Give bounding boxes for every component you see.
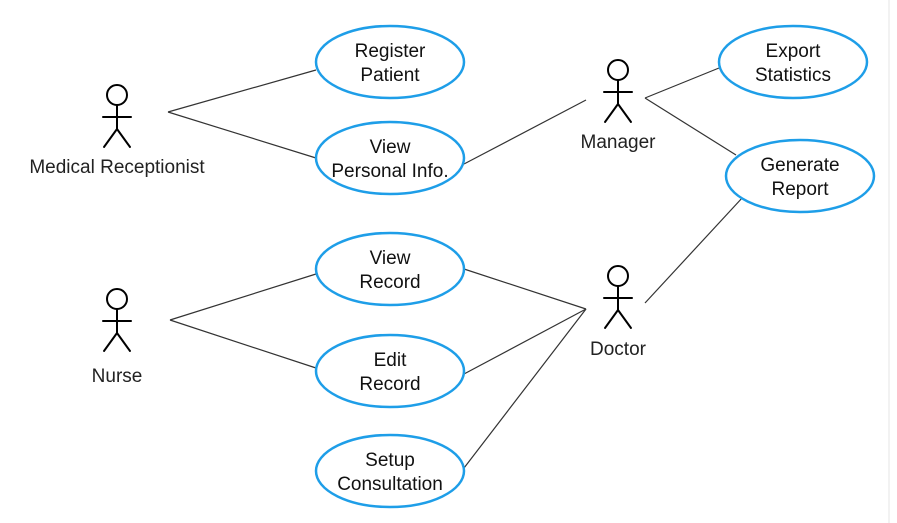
use-case-ellipse[interactable] — [314, 433, 466, 509]
use-case-ellipse[interactable] — [724, 138, 876, 214]
use-case-label-line: Export — [766, 41, 822, 62]
actor-left-leg — [103, 332, 118, 352]
use-case-label-line: Record — [359, 374, 420, 395]
use-case-label-line: View — [370, 137, 411, 158]
stick-figure-icon — [603, 265, 633, 329]
actor-nurse[interactable]: Nurse — [92, 288, 143, 387]
association-line-manager-generate-report — [644, 97, 737, 156]
use-case-label-line: Patient — [360, 65, 420, 86]
use-case-ellipse[interactable] — [314, 120, 466, 196]
use-case-label-line: Generate — [760, 155, 839, 176]
use-case-label-line: Register — [355, 41, 426, 62]
stick-figure-icon — [603, 59, 633, 123]
actor-right-leg — [617, 103, 632, 123]
stick-figure-icon — [102, 288, 132, 352]
use-case-ellipse[interactable] — [314, 231, 466, 307]
use-case-ellipse[interactable] — [717, 24, 869, 100]
stick-figure-icon — [102, 84, 132, 148]
actor-left-leg — [604, 309, 619, 329]
use-case-label-line: Statistics — [755, 65, 831, 86]
actor-label: Nurse — [92, 366, 143, 387]
use-case-label-line: Consultation — [337, 474, 443, 495]
use-case-ellipse[interactable] — [314, 333, 466, 409]
use-case-label-line: Personal Info. — [331, 161, 448, 182]
association-line-doctor-view-record — [463, 268, 587, 310]
use-case-ellipse[interactable] — [314, 24, 466, 100]
actor-manager[interactable]: Manager — [581, 59, 657, 153]
use-case-label-line: Record — [359, 272, 420, 293]
actor-label: Manager — [581, 132, 657, 153]
use-case-label-line: Setup — [365, 450, 415, 471]
use-case-label-line: Report — [771, 179, 829, 200]
use-case-label-line: Edit — [374, 350, 407, 371]
association-line-doctor-edit-record — [463, 308, 587, 375]
association-line-doctor-generate-report — [644, 196, 744, 304]
association-line-manager-export-statistics — [644, 67, 720, 99]
actor-left-leg — [103, 128, 118, 148]
association-line-nurse-edit-record — [169, 319, 317, 369]
actor-right-leg — [116, 128, 131, 148]
actor-label: Doctor — [590, 339, 647, 360]
use-case-label-line: View — [370, 248, 411, 269]
association-line-receptionist-register-patient — [167, 69, 317, 113]
association-line-receptionist-view-personal-info — [167, 111, 317, 159]
actor-label: Medical Receptionist — [29, 157, 205, 178]
actor-doctor[interactable]: Doctor — [590, 265, 647, 360]
association-line-nurse-view-record — [169, 273, 317, 321]
actor-right-leg — [116, 332, 131, 352]
actor-right-leg — [617, 309, 632, 329]
associations — [167, 67, 744, 469]
association-line-doctor-setup-consultation — [463, 308, 587, 469]
association-line-manager-view-personal-info — [463, 99, 587, 165]
actor-receptionist[interactable]: Medical Receptionist — [29, 84, 205, 178]
actor-left-leg — [604, 103, 619, 123]
